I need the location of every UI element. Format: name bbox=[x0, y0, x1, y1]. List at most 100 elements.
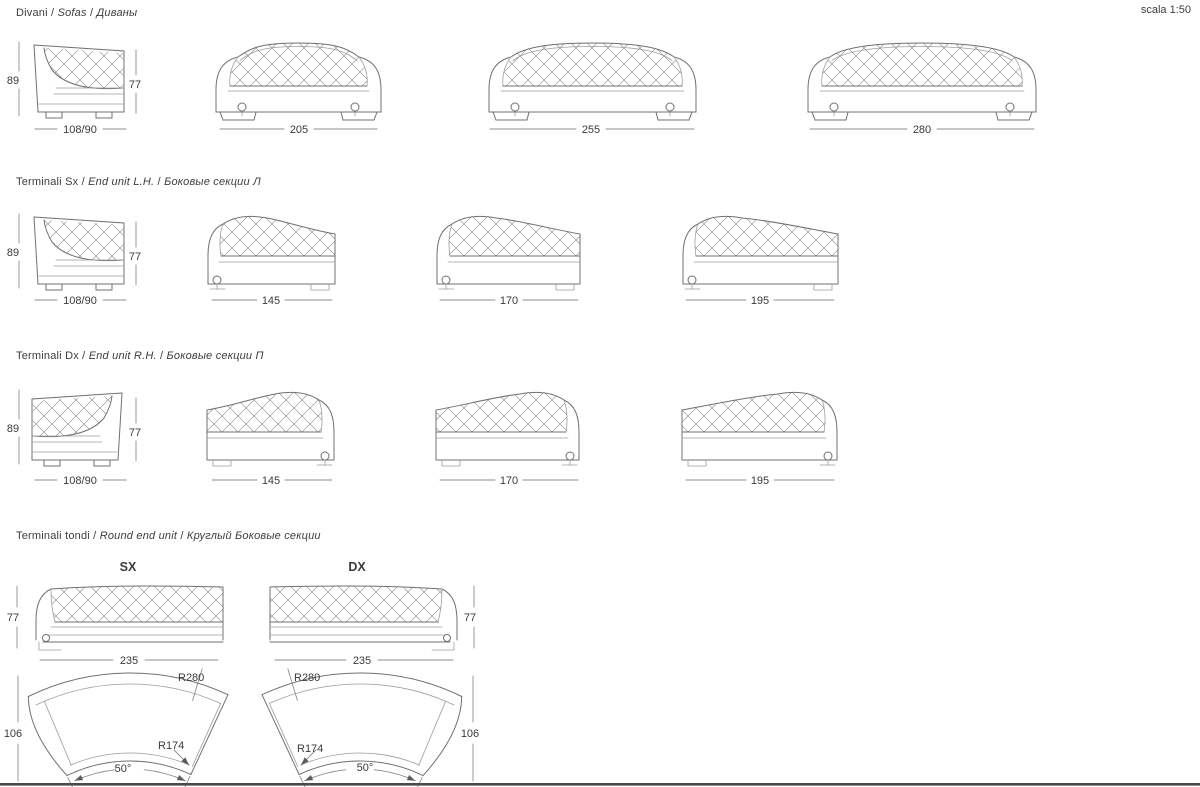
arm-cap bbox=[422, 696, 463, 777]
dim-label-sofa-width-2: 255 bbox=[582, 124, 600, 136]
arm bbox=[35, 588, 52, 641]
dim-label-round-front-height: 77 bbox=[7, 612, 19, 624]
foot bbox=[655, 111, 693, 121]
section-title-en: End unit R.H. bbox=[88, 350, 157, 362]
quilted-back bbox=[44, 220, 123, 261]
dim-label-side-front-height: 77 bbox=[129, 251, 141, 263]
quilted-back bbox=[229, 43, 368, 86]
section-title-end-unit-rh: Terminali Dx / End unit R.H. / Боковые с… bbox=[16, 350, 264, 362]
arm bbox=[436, 223, 453, 285]
foot bbox=[813, 283, 833, 291]
dim-label-round-inner-radius: R174 bbox=[158, 740, 184, 752]
dimension-arrowhead bbox=[304, 775, 314, 781]
caster bbox=[823, 451, 833, 461]
dim-label-round-angle: 50° bbox=[115, 763, 132, 775]
caster bbox=[829, 102, 839, 112]
foot bbox=[43, 459, 61, 467]
foot bbox=[212, 459, 232, 467]
section-title-ru: Диваны bbox=[96, 7, 138, 19]
drawing-line bbox=[269, 703, 299, 767]
quilted-back bbox=[270, 585, 442, 622]
left-arm bbox=[488, 56, 512, 113]
dim-label-round-front-width: 235 bbox=[120, 655, 138, 667]
caster bbox=[510, 102, 520, 112]
foot bbox=[219, 111, 257, 121]
dim-label-end-unit-width-1: 145 bbox=[262, 295, 280, 307]
arm bbox=[682, 223, 699, 285]
drawing-line bbox=[31, 392, 123, 461]
left-arm bbox=[807, 56, 831, 113]
drawing-line bbox=[229, 56, 239, 87]
radius-tick bbox=[192, 668, 203, 701]
section-title-ru: Боковые секции Л bbox=[164, 176, 261, 188]
section-title-it: Terminali Dx bbox=[16, 350, 79, 362]
drawing-line bbox=[33, 44, 125, 113]
dim-label-round-front-width: 235 bbox=[353, 655, 371, 667]
foot bbox=[93, 459, 111, 467]
foot bbox=[95, 283, 113, 291]
caster bbox=[1005, 102, 1015, 112]
dim-label-end-unit-width-1: 145 bbox=[262, 475, 280, 487]
sofa-front-figure-2 bbox=[488, 42, 697, 121]
crest-piping bbox=[239, 46, 358, 61]
dim-label-sofa-width-1: 205 bbox=[290, 124, 308, 136]
dim-label-side-depth: 108/90 bbox=[63, 124, 97, 136]
separator: / bbox=[86, 7, 97, 19]
caster bbox=[320, 451, 330, 461]
dim-label-side-front-height: 77 bbox=[129, 79, 141, 91]
caster bbox=[42, 634, 50, 642]
drawing-line bbox=[673, 56, 683, 87]
right-arm bbox=[358, 56, 382, 113]
drawing-line bbox=[191, 703, 221, 767]
arm-inner-line bbox=[418, 700, 446, 766]
section-title-ru: Боковые секции П bbox=[166, 350, 264, 362]
round-unit-right-label: DX bbox=[348, 560, 366, 574]
end-unit-left-figure-2 bbox=[436, 215, 581, 291]
section-title-it: Terminali tondi bbox=[16, 530, 90, 542]
plan-left-figure bbox=[27, 668, 229, 787]
quilted-back bbox=[448, 216, 580, 256]
inner-back-edge bbox=[269, 683, 455, 706]
dim-label-round-outer-radius: R280 bbox=[294, 672, 320, 684]
separator: / bbox=[154, 176, 165, 188]
dim-label-end-unit-width-3: 195 bbox=[751, 475, 769, 487]
drawing-line bbox=[448, 223, 453, 257]
foot-bracket bbox=[38, 641, 62, 651]
section-title-round-end-unit: Terminali tondi / Round end unit / Кругл… bbox=[16, 530, 321, 542]
arm bbox=[441, 588, 458, 641]
crest-line bbox=[222, 215, 336, 235]
drawing-line bbox=[563, 399, 568, 433]
foot bbox=[687, 459, 707, 467]
foot bbox=[340, 111, 378, 121]
foot bbox=[95, 111, 113, 119]
arm bbox=[821, 399, 838, 461]
seat-front-line bbox=[300, 752, 420, 766]
end-unit-left-figure-3 bbox=[682, 215, 839, 291]
crest-piping bbox=[512, 46, 673, 61]
quilted-back bbox=[44, 48, 123, 89]
crest-line bbox=[510, 42, 675, 58]
right-arm bbox=[673, 56, 697, 113]
drawing-line bbox=[33, 216, 125, 285]
left-arm bbox=[215, 56, 239, 113]
foot bbox=[492, 111, 530, 121]
side-view-figure-3 bbox=[31, 392, 123, 467]
drawing-line bbox=[821, 399, 826, 433]
crest-piping bbox=[831, 46, 1013, 61]
foot bbox=[555, 283, 575, 291]
crest-line bbox=[451, 215, 581, 235]
dim-label-end-unit-width-3: 195 bbox=[751, 295, 769, 307]
section-title-it: Divani bbox=[16, 7, 48, 19]
drawing-line bbox=[821, 56, 831, 87]
dim-label-side-depth: 108/90 bbox=[63, 295, 97, 307]
dimension-arrowhead bbox=[406, 775, 416, 781]
section-title-en: Sofas bbox=[57, 7, 87, 19]
quilted-back bbox=[502, 43, 683, 86]
separator: / bbox=[156, 350, 167, 362]
sofa-front-figure-3 bbox=[807, 42, 1037, 121]
quilted-back bbox=[207, 392, 323, 432]
round-front-left-figure bbox=[35, 585, 224, 651]
foot bbox=[45, 283, 63, 291]
caster bbox=[237, 102, 247, 112]
